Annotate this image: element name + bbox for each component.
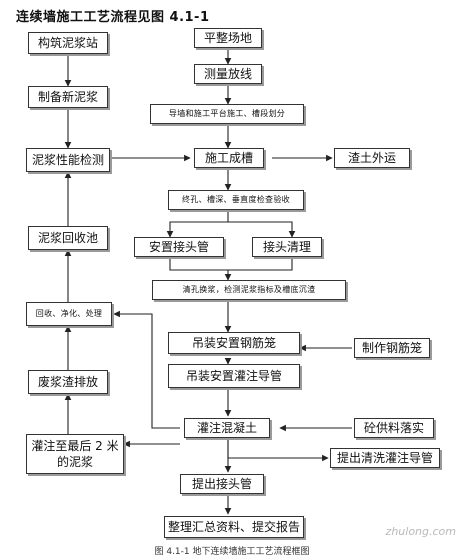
- figure-caption: 图 4.1-1 地下连续墙施工工艺流程框图: [154, 547, 310, 557]
- node-zhizuo-gangjin: 制作钢筋笼: [354, 338, 430, 358]
- arrow-anzhuang-qingkong: [169, 257, 232, 281]
- node-guanzhu-zuihou: 灌注至最后 2 米的泥浆: [26, 434, 124, 474]
- node-gouzhu: 构筑泥浆站: [28, 32, 108, 54]
- node-shigong: 施工成槽: [194, 148, 264, 168]
- node-feijiang: 废浆渣排放: [28, 370, 108, 394]
- node-guanzhu: 灌注混凝土: [184, 418, 270, 438]
- node-daozhuguan: 吊装安置灌注导管: [168, 364, 300, 388]
- watermark: zhulong.com: [385, 525, 456, 538]
- node-anzhuang: 安置接头管: [134, 237, 224, 257]
- node-tiqu-jietou: 提出接头管: [180, 474, 264, 494]
- arrow-kongshen-split: [166, 210, 229, 238]
- page-title: 连续墙施工工艺流程见图 4.1-1: [16, 10, 210, 25]
- node-tiqu-daoguan: 提出清洗灌注导管: [330, 448, 440, 468]
- arrow-guanzhu-return: [113, 310, 180, 429]
- arrow-jietou-qingkong: [228, 257, 293, 271]
- node-huishou-jinghua: 回收、净化、处理: [26, 302, 112, 326]
- node-xingneng: 泥浆性能检测: [26, 148, 110, 172]
- node-pingzheng: 平整场地: [194, 28, 262, 48]
- node-zhatu: 渣土外运: [334, 148, 410, 168]
- node-diaozhuang-gangjin: 吊装安置钢筋笼: [168, 332, 300, 354]
- node-huishou-chi: 泥浆回收池: [28, 226, 108, 250]
- node-zhibei: 制备新泥浆: [28, 86, 108, 108]
- node-celiang: 测量放线: [194, 64, 262, 84]
- node-daoqiang: 导墙和施工平台施工、槽段划分: [150, 104, 304, 124]
- node-qingkong: 清孔换浆，检测泥浆指标及槽底沉渣: [152, 280, 346, 300]
- node-jietou-qingli: 接头清理: [252, 237, 322, 257]
- node-shagong: 砼供料落实: [354, 418, 434, 438]
- node-zhengli: 整理汇总资料、提交报告: [164, 516, 304, 538]
- node-kongshen: 终孔、槽深、垂直度检查验收: [168, 190, 304, 210]
- arrow-kongshen-jietou: [228, 221, 296, 238]
